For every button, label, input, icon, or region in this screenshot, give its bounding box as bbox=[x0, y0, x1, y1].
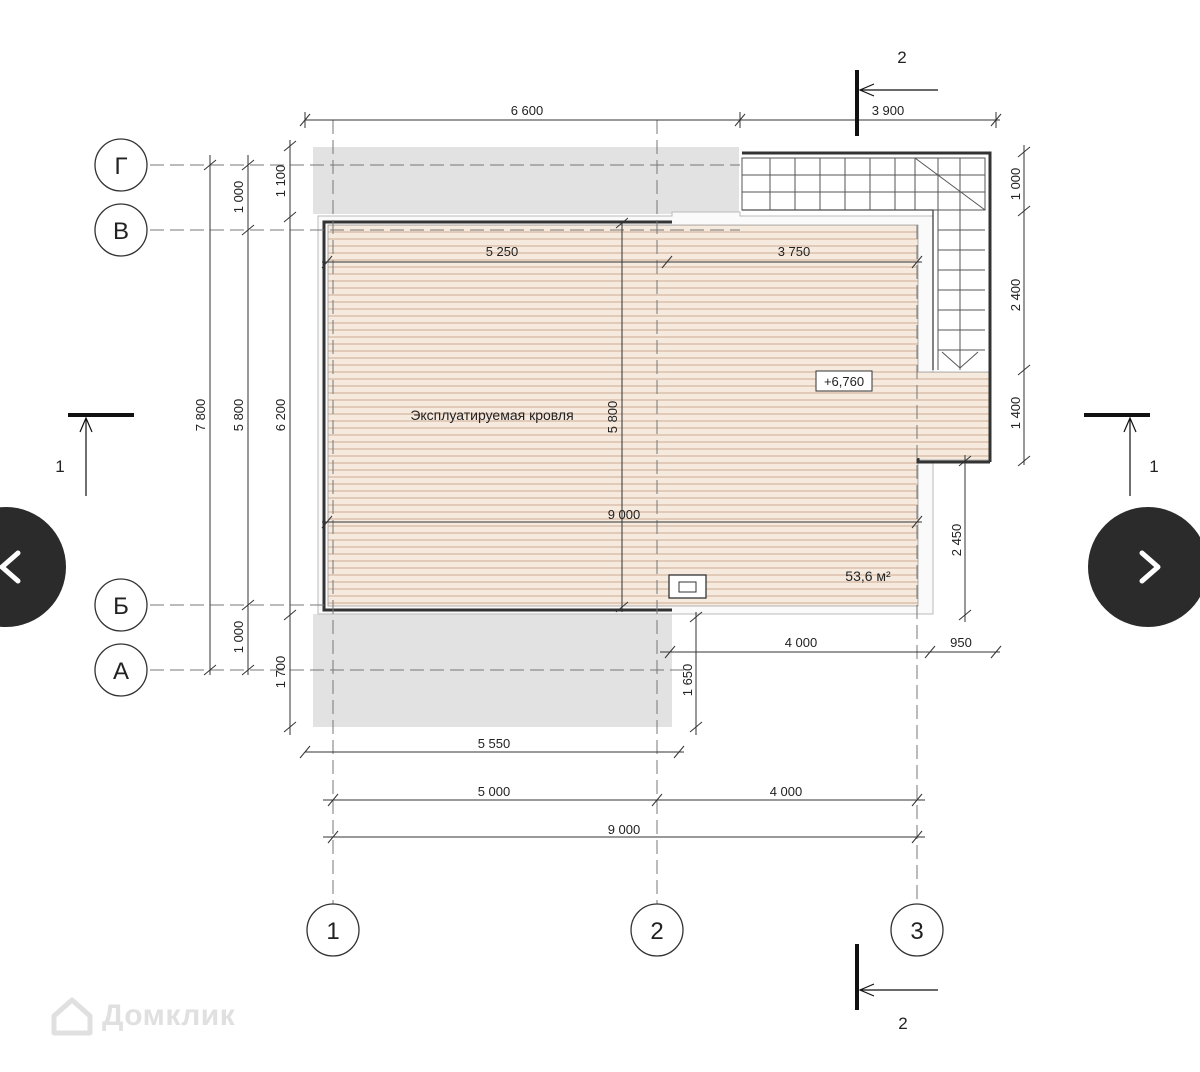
dim-4000-lower: 4 000 bbox=[785, 635, 818, 650]
section-1-left-label: 1 bbox=[55, 457, 64, 476]
watermark-logo: Домклик bbox=[50, 996, 235, 1036]
house-icon bbox=[51, 997, 93, 1036]
dim-7800: 7 800 bbox=[193, 399, 208, 432]
chimney-symbol bbox=[668, 574, 707, 599]
elevation-box bbox=[815, 370, 873, 392]
dim-1100: 1 100 bbox=[273, 165, 288, 198]
dim-5800-left: 5 800 bbox=[231, 399, 246, 432]
dim-9000-bottom: 9 000 bbox=[608, 822, 641, 837]
axis-label-g: Г bbox=[115, 153, 128, 180]
dim-5550: 5 550 bbox=[478, 736, 511, 751]
dim-2400: 2 400 bbox=[1008, 279, 1023, 312]
axis-label-b: Б bbox=[113, 593, 129, 620]
dim-6600: 6 600 bbox=[511, 103, 544, 118]
dim-5800-inner: 5 800 bbox=[605, 401, 620, 434]
grid-axes bbox=[150, 120, 918, 905]
axis-label-v: В bbox=[113, 218, 129, 245]
staircase bbox=[741, 151, 992, 462]
dim-950: 950 bbox=[950, 635, 972, 650]
dim-6200: 6 200 bbox=[273, 399, 288, 432]
dimension-lines bbox=[203, 112, 1031, 844]
dim-2450: 2 450 bbox=[949, 524, 964, 557]
chevron-left-icon bbox=[0, 550, 21, 584]
section-markers bbox=[68, 70, 1150, 1010]
terrace-deck bbox=[317, 211, 991, 615]
dim-1700: 1 700 bbox=[273, 656, 288, 689]
axis-bubbles bbox=[94, 138, 944, 957]
chevron-right-icon bbox=[1139, 550, 1161, 584]
dim-5250: 5 250 bbox=[486, 244, 519, 259]
axis-label-1: 1 bbox=[326, 918, 339, 945]
axis-label-2: 2 bbox=[650, 918, 663, 945]
dim-1000-top: 1 000 bbox=[231, 181, 246, 214]
axis-label-3: 3 bbox=[910, 918, 923, 945]
dim-1650: 1 650 bbox=[680, 664, 695, 697]
watermark-text: Домклик bbox=[102, 999, 236, 1032]
area-label: 53,6 м² bbox=[845, 568, 891, 584]
dim-1000-right: 1 000 bbox=[1008, 168, 1023, 201]
dim-3900: 3 900 bbox=[872, 103, 905, 118]
parapet-wall-right bbox=[916, 458, 990, 464]
previous-image-button[interactable] bbox=[0, 507, 66, 627]
dim-9000-inner: 9 000 bbox=[608, 507, 641, 522]
roof-slab-top bbox=[313, 147, 739, 214]
room-label: Эксплуатируемая кровля bbox=[410, 407, 573, 423]
section-2-bottom-label: 2 bbox=[898, 1014, 907, 1033]
chimney-symbol-inner bbox=[678, 581, 697, 593]
section-1-right-label: 1 bbox=[1149, 457, 1158, 476]
dim-4000-bottom: 4 000 bbox=[770, 784, 803, 799]
next-image-button[interactable] bbox=[1088, 507, 1200, 627]
dim-3750: 3 750 bbox=[778, 244, 811, 259]
section-2-top-label: 2 bbox=[897, 48, 906, 67]
dim-1400: 1 400 bbox=[1008, 397, 1023, 430]
elevation-mark: +6,760 bbox=[824, 374, 864, 389]
parapet-wall bbox=[322, 220, 672, 612]
dim-1000-bottom: 1 000 bbox=[231, 621, 246, 654]
axis-label-a: А bbox=[113, 658, 129, 685]
dim-5000: 5 000 bbox=[478, 784, 511, 799]
